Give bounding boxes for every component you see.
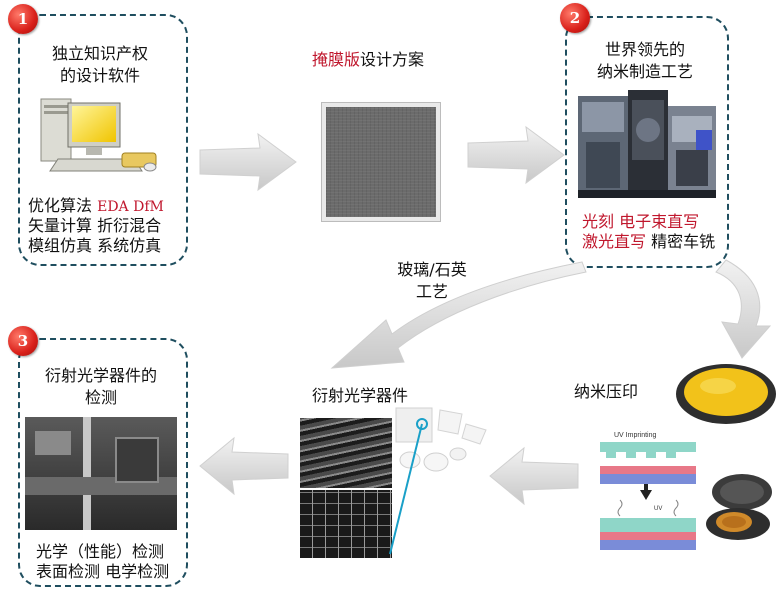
arrow-left-1 (489, 446, 579, 506)
step1-box (18, 14, 188, 266)
step2-row1: 光刻 电子束直写 (582, 212, 700, 231)
step2-title-line1: 世界领先的 (604, 40, 685, 59)
mask-title: 掩膜版设计方案 (312, 50, 424, 70)
step2-title-line2: 纳米制造工艺 (596, 62, 693, 81)
component-label: 衍射光学器件 (312, 386, 409, 405)
step1-badge: 1 (8, 4, 38, 34)
step1-title-line2: 的设计软件 (59, 66, 140, 85)
zoom-callout-line (389, 423, 423, 555)
step2-row2-rest: 精密车铣 (651, 232, 716, 251)
step1-title-line1: 独立知识产权 (51, 44, 148, 63)
step1-row2: 矢量计算 折衍混合 (28, 216, 162, 235)
step3-badge: 3 (8, 326, 38, 356)
uv-imprinting-title: UV Imprinting (614, 432, 657, 439)
step1-row1-red: EDA DfM (97, 199, 164, 215)
sem-image-bottom (300, 490, 392, 558)
lab-equipment (115, 437, 159, 483)
step3-title-line2: 检测 (84, 388, 117, 407)
uv-label: UV (654, 506, 662, 512)
step2-box (565, 16, 729, 268)
inspection-lab-image (25, 417, 177, 530)
arrow-right-2 (467, 125, 565, 185)
computer-icon (40, 98, 157, 172)
arrow-curve-down-right (715, 259, 772, 359)
glass-line2: 工艺 (415, 282, 448, 301)
sem-image-top (300, 418, 392, 488)
step3-box (18, 338, 188, 587)
step3-row1: 光学（性能）检测 (36, 542, 165, 561)
uv-imprinting-diagram: UV Imprinting UV (600, 432, 696, 550)
lab-screen (35, 431, 71, 455)
step1-row1: 优化算法 EDA DfM (28, 196, 164, 217)
nano-machine-image (578, 90, 716, 198)
mask-title-rest: 设计方案 (360, 50, 425, 69)
step1-row1-text: 优化算法 (28, 196, 93, 215)
step2-row2: 激光直写 精密车铣 (582, 232, 715, 252)
waffle-maker-image (706, 474, 772, 540)
wafer-image (676, 364, 776, 424)
step1-row3: 模组仿真 系统仿真 (28, 236, 162, 255)
arrow-curve-glass (330, 261, 587, 369)
step3-title-line1: 衍射光学器件的 (44, 366, 157, 385)
glass-line1: 玻璃/石英 (397, 260, 467, 279)
step2-badge: 2 (560, 3, 590, 33)
arrow-left-2 (199, 436, 289, 496)
arrow-right-1 (199, 132, 297, 192)
mask-image (322, 103, 440, 221)
step3-row2: 表面检测 电学检测 (36, 562, 170, 581)
step2-row2-red: 激光直写 (582, 232, 647, 251)
lab-pillar (83, 417, 91, 530)
mask-title-red: 掩膜版 (312, 50, 361, 69)
nanoimprint-label: 纳米压印 (574, 382, 639, 401)
